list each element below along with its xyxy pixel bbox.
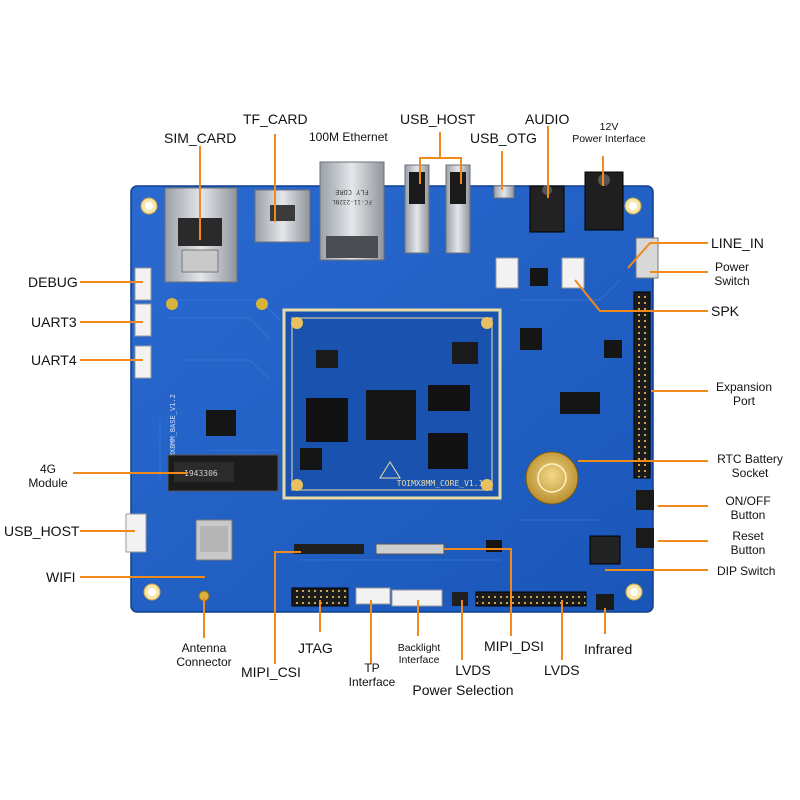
label-tp-line1: TP xyxy=(364,661,380,675)
label-module-4g: 4G Module xyxy=(22,462,74,490)
label-wifi: WIFI xyxy=(46,569,76,585)
label-sim-card: SIM_CARD xyxy=(164,130,237,146)
reset-button-body xyxy=(636,528,654,548)
lvds-header xyxy=(475,591,587,607)
label-power-12v-line1: 12V xyxy=(599,121,619,133)
ethernet-jack: FLY CORE FC-11-232NL xyxy=(319,161,385,261)
label-mipi-dsi: MIPI_DSI xyxy=(484,638,544,654)
label-lvds-power-selection: LVDS Power Selection xyxy=(402,662,524,698)
label-onoff-button: ON/OFF Button xyxy=(712,494,784,522)
label-reset-line1: Reset xyxy=(732,529,764,543)
label-power-switch-line1: Power xyxy=(714,260,749,274)
label-tf-card: TF_CARD xyxy=(243,111,308,127)
label-power-12v-line2: Power Interface xyxy=(572,133,646,145)
label-backlight-line1: Backlight xyxy=(397,642,441,654)
label-line-in: LINE_IN xyxy=(711,235,764,251)
label-lvds-power-line1: LVDS xyxy=(455,662,491,678)
mipi-dsi-fpc xyxy=(375,543,445,555)
ethernet-brand-text: FLY CORE xyxy=(335,188,369,196)
label-expansion-line2: Port xyxy=(732,394,755,408)
label-ethernet: 100M Ethernet xyxy=(309,130,388,144)
label-onoff-line2: Button xyxy=(730,508,766,522)
label-mipi-csi: MIPI_CSI xyxy=(241,664,301,680)
wifi-module xyxy=(195,519,233,561)
lvds-power-jumper xyxy=(452,592,468,606)
rtc-battery xyxy=(525,451,579,505)
label-audio: AUDIO xyxy=(525,111,570,127)
label-infrared: Infrared xyxy=(584,641,633,657)
label-tp-line2: Interface xyxy=(348,675,396,689)
usb-otg-port xyxy=(493,185,515,199)
label-backlight-interface: Backlight Interface xyxy=(388,642,450,666)
pcb-traces xyxy=(159,279,621,561)
onoff-button-body xyxy=(636,490,654,510)
label-uart3: UART3 xyxy=(31,314,77,330)
sim-chip-text: 1943306 xyxy=(184,469,218,478)
label-uart4: UART4 xyxy=(31,352,77,368)
label-power-12v: 12V Power Interface xyxy=(569,121,649,145)
module-4g-slot: 1943306 xyxy=(167,454,279,492)
label-jtag: JTAG xyxy=(298,640,333,656)
label-debug: DEBUG xyxy=(28,274,78,290)
label-antenna-line2: Connector xyxy=(176,655,232,669)
label-usb-host-left: USB_HOST xyxy=(4,523,80,539)
infrared-receiver xyxy=(596,594,614,610)
label-lvds-power-line2: Power Selection xyxy=(412,682,514,698)
label-usb-otg: USB_OTG xyxy=(470,130,537,146)
mipi-csi-fpc xyxy=(294,544,364,554)
label-antenna-connector: Antenna Connector xyxy=(164,641,244,669)
label-4g-line1: 4G xyxy=(39,462,56,476)
label-reset-line2: Button xyxy=(730,543,766,557)
label-expansion-line1: Expansion xyxy=(715,380,773,394)
label-usb-host-top: USB_HOST xyxy=(400,111,476,127)
label-power-switch-line2: Switch xyxy=(714,274,750,288)
ethernet-part-text: FC-11-232NL xyxy=(332,198,372,205)
label-backlight-line2: Interface xyxy=(398,654,440,666)
label-power-switch: Power Switch xyxy=(708,260,756,288)
label-dip-switch: DIP Switch xyxy=(717,564,776,578)
core-module-silkscreen: TOIMX8MM_CORE_V1.1 xyxy=(397,479,484,488)
leader-lines xyxy=(73,126,708,664)
label-rtc-line1: RTC Battery xyxy=(717,452,783,466)
label-reset-button: Reset Button xyxy=(712,529,784,557)
mounting-holes xyxy=(140,197,643,601)
label-rtc-battery: RTC Battery Socket xyxy=(708,452,792,480)
base-board-silkscreen: TOIMX8MM_BASE_V1.2 xyxy=(169,394,177,470)
jst-connectors xyxy=(125,257,585,607)
dip-switch-body xyxy=(589,535,621,565)
label-rtc-line2: Socket xyxy=(731,466,769,480)
label-spk: SPK xyxy=(711,303,740,319)
label-onoff-line1: ON/OFF xyxy=(725,494,771,508)
tf-card-slot xyxy=(254,189,311,243)
label-expansion-port: Expansion Port xyxy=(708,380,780,408)
label-lvds: LVDS xyxy=(544,662,580,678)
label-4g-line2: Module xyxy=(28,476,68,490)
label-tp-interface: TP Interface xyxy=(344,661,400,689)
label-antenna-line1: Antenna xyxy=(181,641,227,655)
expansion-port xyxy=(633,291,651,479)
misc-chips xyxy=(206,268,622,552)
